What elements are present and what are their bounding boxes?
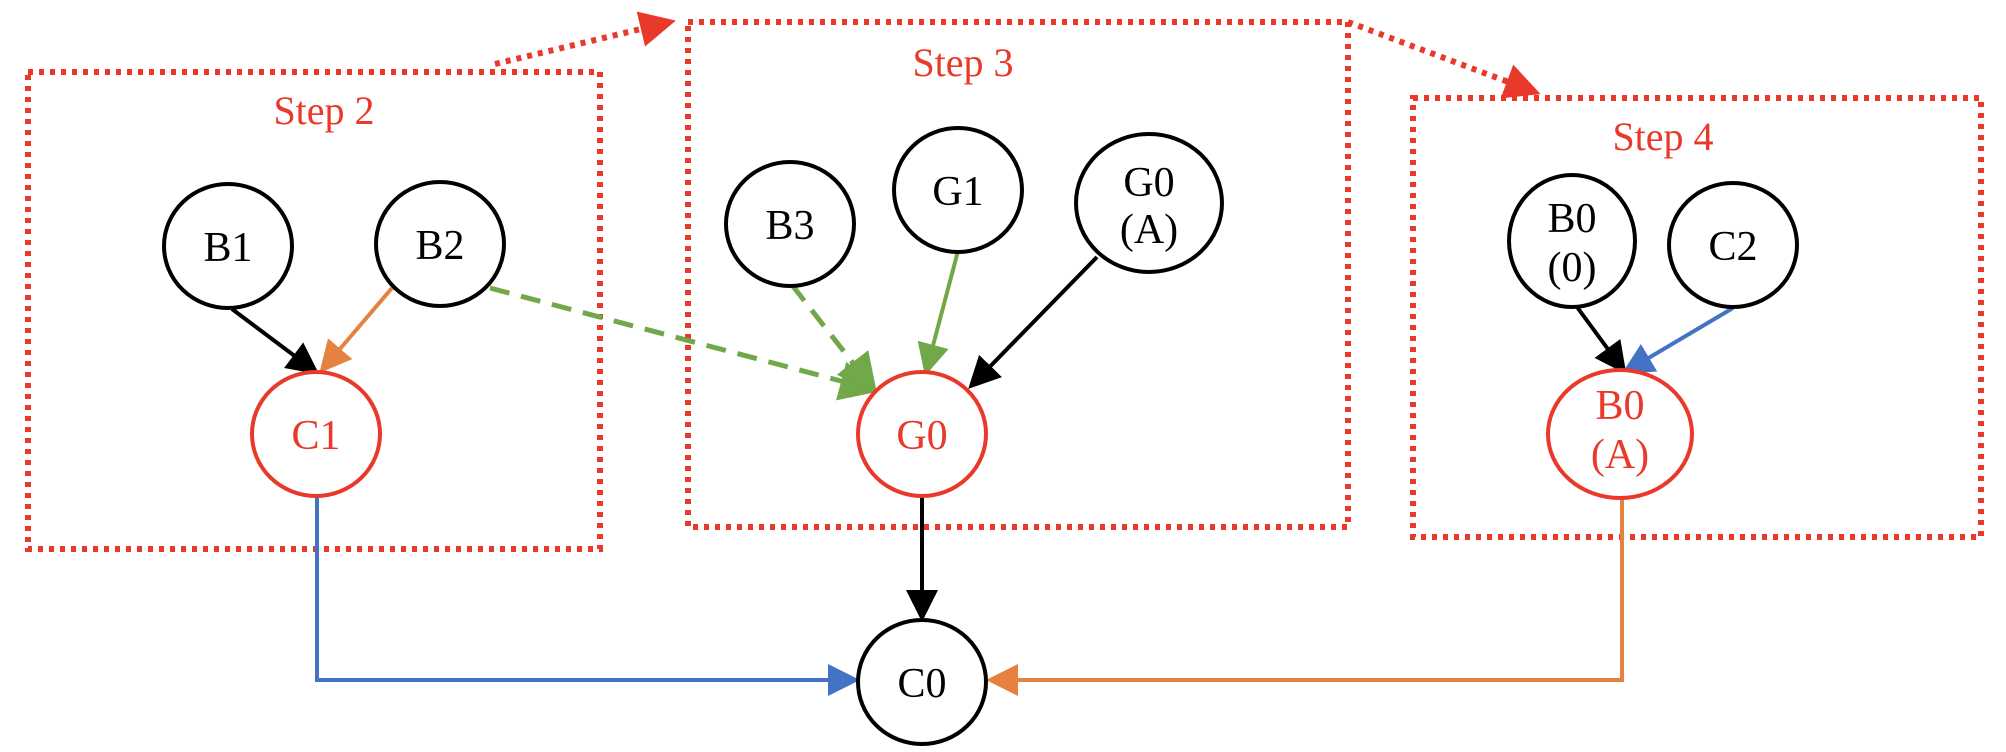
node-b0-a-label-line2: (A) — [1591, 432, 1649, 478]
edge-b0a-c0 — [986, 496, 1624, 696]
node-b0-a-label-line1: B0 — [1595, 383, 1644, 429]
node-b0-0: B0 (0) — [1507, 173, 1637, 309]
step-2-box — [25, 69, 603, 552]
node-b2: B2 — [374, 180, 506, 308]
edge-b3-g0-dashed — [790, 283, 878, 394]
node-g1: G1 — [892, 126, 1024, 254]
node-b3-label: B3 — [765, 203, 814, 249]
edge-b2-g0-dashed — [489, 285, 880, 401]
node-g0-a-label-line1: G0 — [1123, 160, 1174, 206]
step-2-label: Step 2 — [273, 88, 374, 133]
node-b1-label: B1 — [203, 225, 252, 271]
node-c1: C1 — [250, 370, 382, 498]
node-g0-a: G0 (A) — [1074, 132, 1224, 274]
edge-g0a-g0 — [968, 255, 1099, 389]
step-3-label: Step 3 — [912, 40, 1013, 85]
node-b0-0-label-line1: B0 — [1547, 196, 1596, 242]
node-c0: C0 — [856, 618, 988, 746]
edge-b2-c1 — [319, 286, 394, 374]
node-b1: B1 — [162, 182, 294, 310]
node-g0-label: G0 — [896, 413, 947, 459]
edge-c1-c0 — [315, 496, 860, 696]
node-b2-label: B2 — [415, 223, 464, 269]
step-4-box — [1410, 95, 1984, 540]
edge-b1-c1 — [230, 307, 320, 375]
node-g0: G0 — [856, 370, 988, 498]
node-b0-0-label-line2: (0) — [1548, 245, 1597, 291]
edge-g1-g0 — [917, 250, 960, 376]
step-3-to-4-arrow — [1346, 19, 1541, 99]
node-g0-a-label-line2: (A) — [1120, 207, 1178, 253]
step-4-label: Step 4 — [1612, 114, 1713, 159]
node-c0-label: C0 — [897, 661, 946, 707]
node-c2: C2 — [1667, 181, 1799, 309]
edge-b00-b0a — [1575, 305, 1627, 375]
node-c1-label: C1 — [291, 413, 340, 459]
node-b0-a: B0 (A) — [1546, 368, 1694, 500]
edge-c2-b0a — [1621, 306, 1735, 375]
node-g1-label: G1 — [932, 169, 983, 215]
step-3-box — [685, 19, 1351, 530]
node-c2-label: C2 — [1708, 224, 1757, 270]
step-2-to-3-arrow — [494, 11, 676, 67]
node-b3: B3 — [724, 160, 856, 288]
